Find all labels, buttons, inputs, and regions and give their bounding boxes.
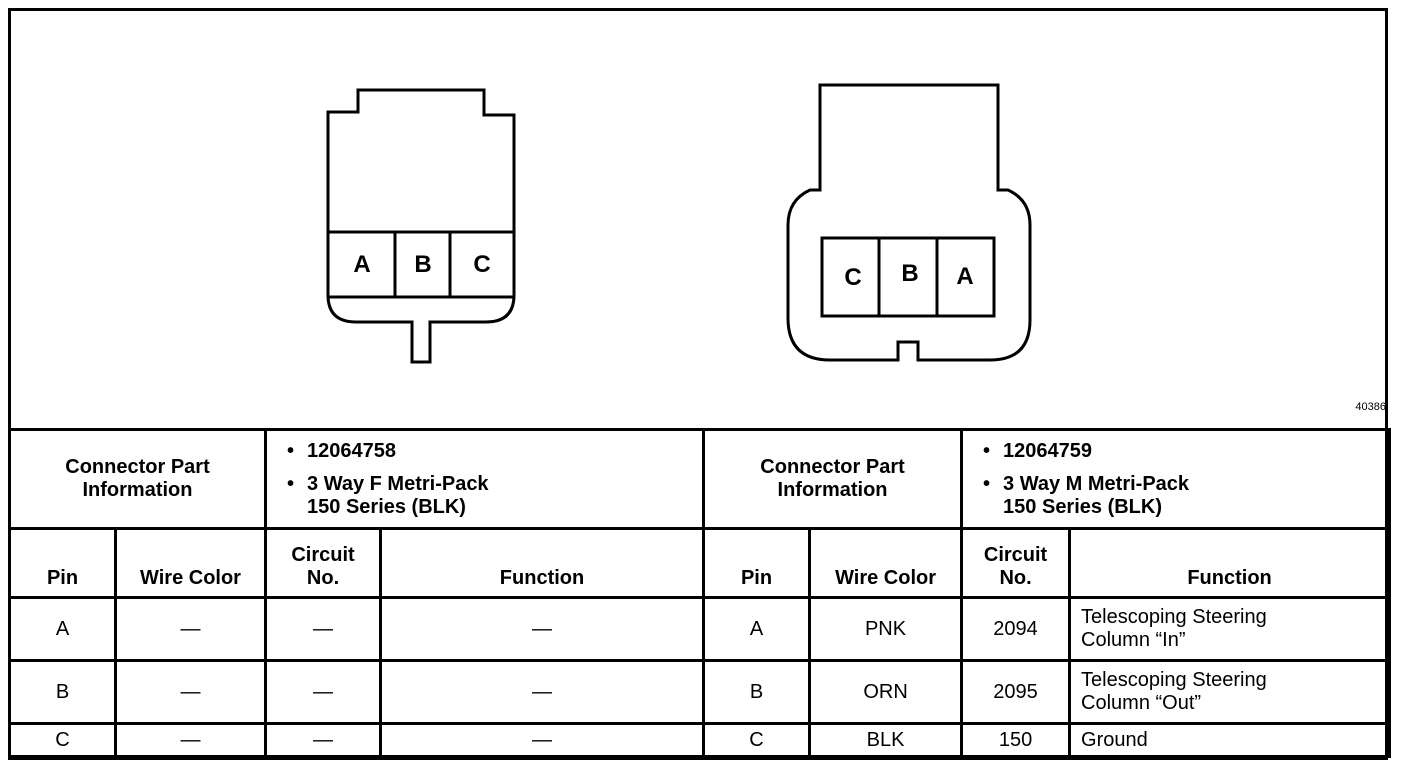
- left-pin: C: [8, 722, 117, 758]
- right-function-line1: Ground: [1081, 728, 1148, 751]
- left-part-info: 12064758 3 Way F Metri-Pack 150 Series (…: [264, 428, 706, 530]
- right-part-number: 12064759: [983, 440, 1382, 463]
- right-wire-color: ORN: [808, 659, 964, 725]
- left-cavity-c: C: [473, 251, 490, 278]
- right-part-info: 12064759 3 Way M Metri-Pack 150 Series (…: [960, 428, 1392, 530]
- left-part-series: 150 Series (BLK): [307, 495, 466, 518]
- left-pin: B: [8, 659, 117, 725]
- left-wire-color: —: [113, 596, 268, 662]
- left-wire-color: —: [113, 659, 268, 725]
- left-circuit: —: [264, 596, 383, 662]
- table-row: B — — — B ORN 2095 Telescoping Steering …: [8, 659, 1392, 725]
- right-function-line1: Telescoping Steering: [1081, 669, 1267, 691]
- left-wire-color: —: [113, 722, 268, 758]
- connector-table: Connector Part Information 12064758 3 Wa…: [7, 428, 1392, 758]
- left-part-number: 12064758: [287, 440, 696, 463]
- left-circuit: —: [264, 722, 383, 758]
- right-cavity-a: A: [956, 263, 973, 290]
- left-wire-color-header: Wire Color: [113, 527, 268, 599]
- right-circuit: 2094: [960, 596, 1072, 662]
- right-function-header: Function: [1068, 527, 1392, 599]
- diagram-frame: [8, 8, 1388, 760]
- right-function-line2: Column “In”: [1081, 629, 1186, 651]
- connector-diagram: A B C C B A: [326, 83, 1032, 364]
- right-pin-header: Pin: [702, 527, 812, 599]
- left-circuit-header: Circuit No.: [264, 527, 383, 599]
- right-wire-color: BLK: [808, 722, 964, 758]
- left-pin-header: Pin: [8, 527, 117, 599]
- right-function: Telescoping Steering Column “Out”: [1068, 659, 1392, 725]
- right-wire-color-header: Wire Color: [808, 527, 964, 599]
- right-wire-color: PNK: [808, 596, 964, 662]
- left-part-type: 3 Way F Metri-Pack: [287, 473, 696, 496]
- right-part-type: 3 Way M Metri-Pack: [983, 473, 1382, 496]
- right-circuit: 150: [960, 722, 1072, 758]
- right-pin: C: [702, 722, 812, 758]
- left-function: —: [379, 722, 706, 758]
- right-pin: A: [702, 596, 812, 662]
- left-function-header: Function: [379, 527, 706, 599]
- right-pin: B: [702, 659, 812, 725]
- right-cavity-b: B: [901, 260, 918, 287]
- left-circuit: —: [264, 659, 383, 725]
- right-cavity-c: C: [844, 264, 861, 291]
- column-header-row: Pin Wire Color Circuit No. Function Pin …: [8, 527, 1392, 599]
- left-pin: A: [8, 596, 117, 662]
- left-function: —: [379, 659, 706, 725]
- right-circuit-header: Circuit No.: [960, 527, 1072, 599]
- right-connector-face: C B A: [786, 83, 1032, 362]
- left-connector-face: A B C: [326, 88, 516, 364]
- right-function: Telescoping Steering Column “In”: [1068, 596, 1392, 662]
- part-info-row: Connector Part Information 12064758 3 Wa…: [7, 428, 1392, 530]
- left-part-label: Connector Part Information: [7, 428, 268, 530]
- right-function-line1: Telescoping Steering: [1081, 606, 1267, 628]
- left-cavity-a: A: [353, 251, 370, 278]
- right-function-line2: Column “Out”: [1081, 692, 1202, 714]
- right-part-label: Connector Part Information: [702, 428, 964, 530]
- table-row: C — — — C BLK 150 Ground: [8, 722, 1392, 758]
- right-function: Ground: [1068, 722, 1392, 758]
- table-row: A — — — A PNK 2094 Telescoping Steering …: [8, 596, 1392, 662]
- diagram-id: 40386: [1355, 401, 1386, 413]
- left-function: —: [379, 596, 706, 662]
- left-cavity-b: B: [414, 251, 431, 278]
- right-part-series: 150 Series (BLK): [1003, 495, 1163, 518]
- right-circuit: 2095: [960, 659, 1072, 725]
